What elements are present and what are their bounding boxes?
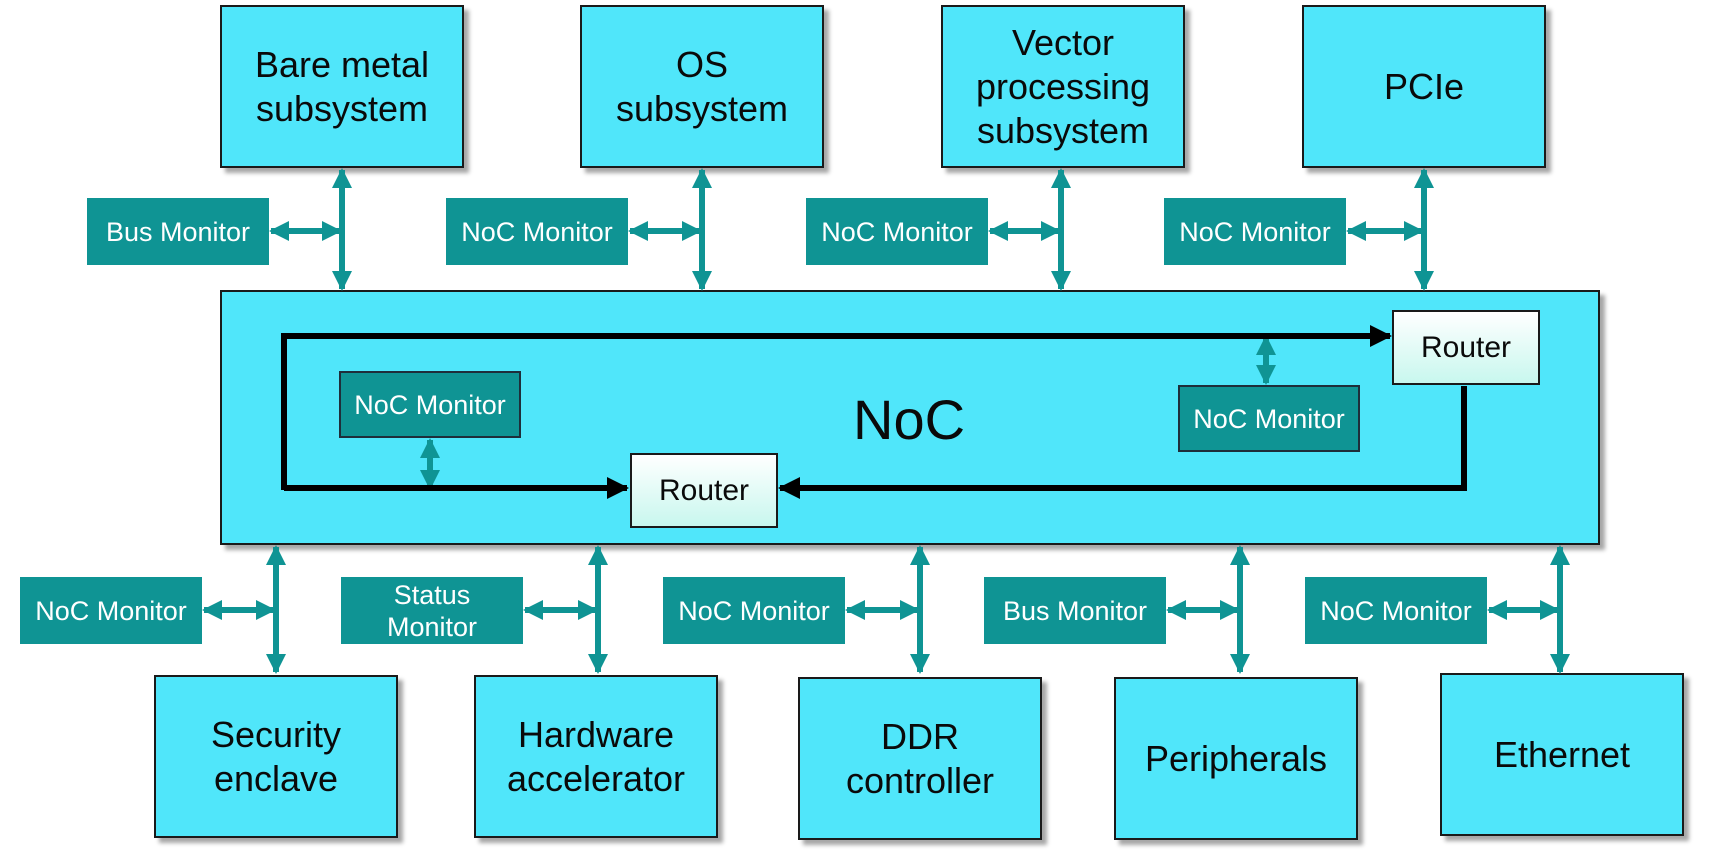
- router-bottom: Router: [630, 453, 778, 528]
- ring-top-path: [281, 325, 1392, 490]
- top-bus-monitor: Bus Monitor: [87, 198, 269, 265]
- vector-processing-subsystem-label: Vector processing subsystem: [975, 21, 1151, 151]
- bottom-bus-monitor: Bus Monitor: [984, 577, 1166, 644]
- noc-inner-monitor-right-label: NoC Monitor: [1193, 403, 1345, 434]
- bottom-noc-monitor-ddr: NoC Monitor: [663, 577, 845, 644]
- bottom-noc-monitor-security-label: NoC Monitor: [35, 595, 187, 626]
- bottom-bus-monitor-label: Bus Monitor: [1002, 595, 1148, 626]
- router-right-label: Router: [1420, 330, 1512, 364]
- ethernet-label: Ethernet: [1493, 733, 1631, 775]
- top-noc-monitor-os: NoC Monitor: [446, 198, 628, 265]
- top-noc-monitor-pcie-label: NoC Monitor: [1179, 216, 1331, 247]
- vector-processing-subsystem-box: Vector processing subsystem: [941, 5, 1185, 168]
- security-enclave-box: Security enclave: [154, 675, 398, 838]
- hardware-accelerator-box: Hardware accelerator: [474, 675, 718, 838]
- router-right: Router: [1392, 310, 1540, 385]
- top-vertical-connectors: [332, 168, 1434, 291]
- bottom-noc-monitor-ddr-label: NoC Monitor: [678, 595, 830, 626]
- peripherals-box: Peripherals: [1114, 677, 1358, 840]
- ring-right-path: [778, 386, 1467, 499]
- ethernet-box: Ethernet: [1440, 673, 1684, 836]
- pcie-box: PCIe: [1302, 5, 1546, 168]
- top-noc-monitor-os-label: NoC Monitor: [461, 216, 613, 247]
- security-enclave-label: Security enclave: [210, 713, 342, 799]
- bottom-noc-monitor-ethernet: NoC Monitor: [1305, 577, 1487, 644]
- noc-inner-monitor-right: NoC Monitor: [1178, 385, 1360, 452]
- noc-inner-monitor-left: NoC Monitor: [339, 371, 521, 438]
- noc-ring: [281, 325, 1467, 499]
- bottom-noc-monitor-security: NoC Monitor: [20, 577, 202, 644]
- noc-inner-taps: [420, 335, 1276, 490]
- bare-metal-subsystem-box: Bare metal subsystem: [220, 5, 464, 168]
- router-bottom-label: Router: [658, 473, 750, 507]
- top-noc-monitor-vector: NoC Monitor: [806, 198, 988, 265]
- noc-label: NoC: [853, 388, 966, 451]
- os-subsystem-box: OS subsystem: [580, 5, 824, 168]
- bottom-status-monitor-label: Status Monitor: [386, 579, 478, 642]
- pcie-label: PCIe: [1383, 65, 1465, 107]
- os-subsystem-label: OS subsystem: [615, 43, 789, 129]
- top-noc-monitor-vector-label: NoC Monitor: [821, 216, 973, 247]
- top-bus-monitor-label: Bus Monitor: [105, 216, 251, 247]
- bottom-noc-monitor-ethernet-label: NoC Monitor: [1320, 595, 1472, 626]
- hardware-accelerator-label: Hardware accelerator: [506, 713, 686, 799]
- ddr-controller-label: DDR controller: [845, 715, 995, 801]
- bare-metal-subsystem-label: Bare metal subsystem: [254, 43, 430, 129]
- peripherals-label: Peripherals: [1144, 737, 1328, 779]
- ddr-controller-box: DDR controller: [798, 677, 1042, 840]
- bottom-status-monitor: Status Monitor: [341, 577, 523, 644]
- top-noc-monitor-pcie: NoC Monitor: [1164, 198, 1346, 265]
- bottom-vertical-connectors: [266, 545, 1570, 674]
- noc-inner-monitor-left-label: NoC Monitor: [354, 389, 506, 420]
